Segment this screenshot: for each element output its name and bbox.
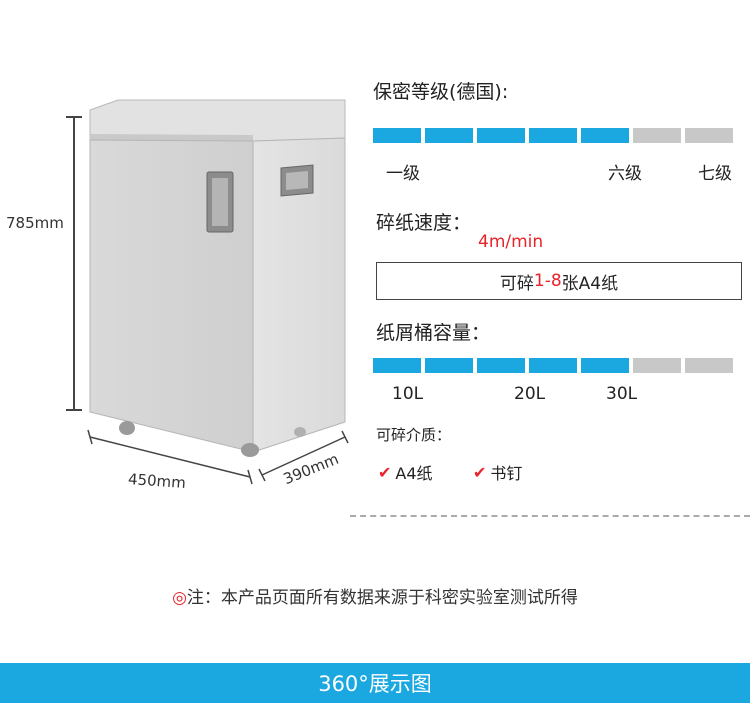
bin-capacity-segment [581, 358, 629, 373]
height-dimension-line [73, 116, 75, 410]
security-level-bar [373, 128, 733, 143]
view-360-banner[interactable]: 360°展示图 [0, 663, 750, 703]
bin-capacity-segment [633, 358, 681, 373]
media-item-staple: ✔ 书钉 [473, 460, 522, 484]
bin-capacity-segment [529, 358, 577, 373]
capacity-prefix: 可碎 [499, 273, 534, 294]
bin-label-10l: 10L [392, 384, 424, 404]
security-label-1: 一级 [386, 164, 420, 184]
speed-value: 4m/min [478, 232, 544, 252]
product-illustration: 785mm 450mm 390mm [0, 0, 350, 500]
note-mark-icon: ◎ [172, 588, 187, 608]
security-title: 保密等级(德国): [373, 81, 509, 103]
media-item-label: 书钉 [490, 464, 523, 483]
security-level-segment [529, 128, 577, 143]
security-level-segment [425, 128, 473, 143]
height-dimension-cap-top [66, 116, 82, 118]
divider [350, 515, 750, 517]
security-level-segment [685, 128, 733, 143]
security-level-segment [373, 128, 421, 143]
height-dimension-cap-bottom [66, 409, 82, 411]
security-level-segment [633, 128, 681, 143]
security-level-segment [581, 128, 629, 143]
bin-label-30l: 30L [606, 384, 638, 404]
check-icon: ✔ [473, 462, 487, 482]
capacity-suffix: 张A4纸 [561, 273, 619, 294]
check-icon: ✔ [378, 462, 392, 482]
bin-capacity-segment [373, 358, 421, 373]
media-item-label: A4纸 [395, 464, 433, 483]
security-label-7: 七级 [698, 164, 732, 184]
media-item-a4: ✔ A4纸 [378, 460, 433, 484]
security-label-6: 六级 [608, 164, 642, 184]
capacity-range: 1-8 [533, 271, 562, 291]
bin-label-20l: 20L [514, 384, 546, 404]
media-title: 可碎介质： [376, 426, 452, 444]
note-text: 注：本产品页面所有数据来源于科密实验室测试所得 [186, 588, 578, 608]
bin-capacity-bar [373, 358, 733, 373]
height-label: 785mm [6, 214, 64, 232]
shredder-image [89, 99, 346, 457]
width-dimension-line [87, 429, 349, 485]
bin-title: 纸屑桶容量： [376, 322, 491, 344]
bin-capacity-segment [477, 358, 525, 373]
bin-capacity-segment [425, 358, 473, 373]
bin-capacity-segment [685, 358, 733, 373]
disclaimer-note: ◎注：本产品页面所有数据来源于科密实验室测试所得 [0, 583, 750, 608]
speed-title: 碎纸速度： [376, 212, 472, 234]
security-level-segment [477, 128, 525, 143]
banner-label: 360°展示图 [318, 672, 432, 696]
